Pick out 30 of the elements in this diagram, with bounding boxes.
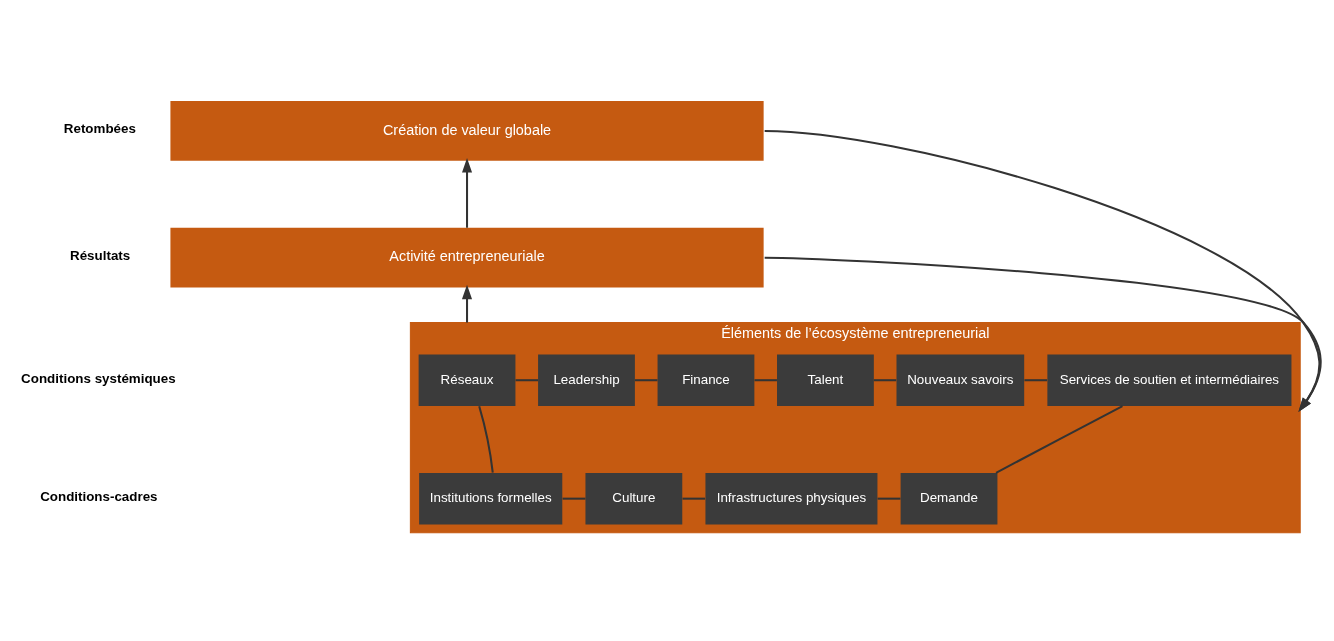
- node-box: Talent: [777, 353, 874, 406]
- node-box: Création de valeur globale: [170, 100, 764, 161]
- node-box: Finance: [657, 353, 755, 406]
- connector: [873, 378, 897, 381]
- node-box: Activité entrepreneuriale: [170, 227, 764, 288]
- arrow: [461, 284, 473, 323]
- connector: [754, 378, 777, 381]
- arrow: [764, 256, 1322, 412]
- node-box: Services de soutien et intermédiaires: [1047, 353, 1292, 406]
- node-box: Infrastructures physiques: [705, 472, 878, 524]
- label: Conditions-cadres: [40, 488, 158, 504]
- node-box: Demande: [900, 472, 998, 524]
- connector: [682, 497, 706, 500]
- connector: [562, 497, 586, 500]
- node-box: Nouveaux savoirs: [896, 353, 1025, 406]
- arrow: [461, 157, 473, 228]
- connector: [877, 497, 901, 500]
- node-box: Réseaux: [418, 353, 516, 406]
- arrow: [764, 129, 1321, 412]
- label: Conditions systémiques: [21, 370, 176, 386]
- label: Retombées: [63, 120, 136, 136]
- connector: [995, 404, 1123, 474]
- node-box: Institutions formelles: [419, 472, 563, 524]
- connector: [478, 405, 494, 473]
- connector: [635, 378, 658, 381]
- node-box: Leadership: [538, 353, 635, 406]
- connector: [515, 378, 538, 381]
- connector: [1024, 378, 1048, 381]
- label: Résultats: [70, 247, 131, 263]
- node-box: Culture: [585, 472, 683, 524]
